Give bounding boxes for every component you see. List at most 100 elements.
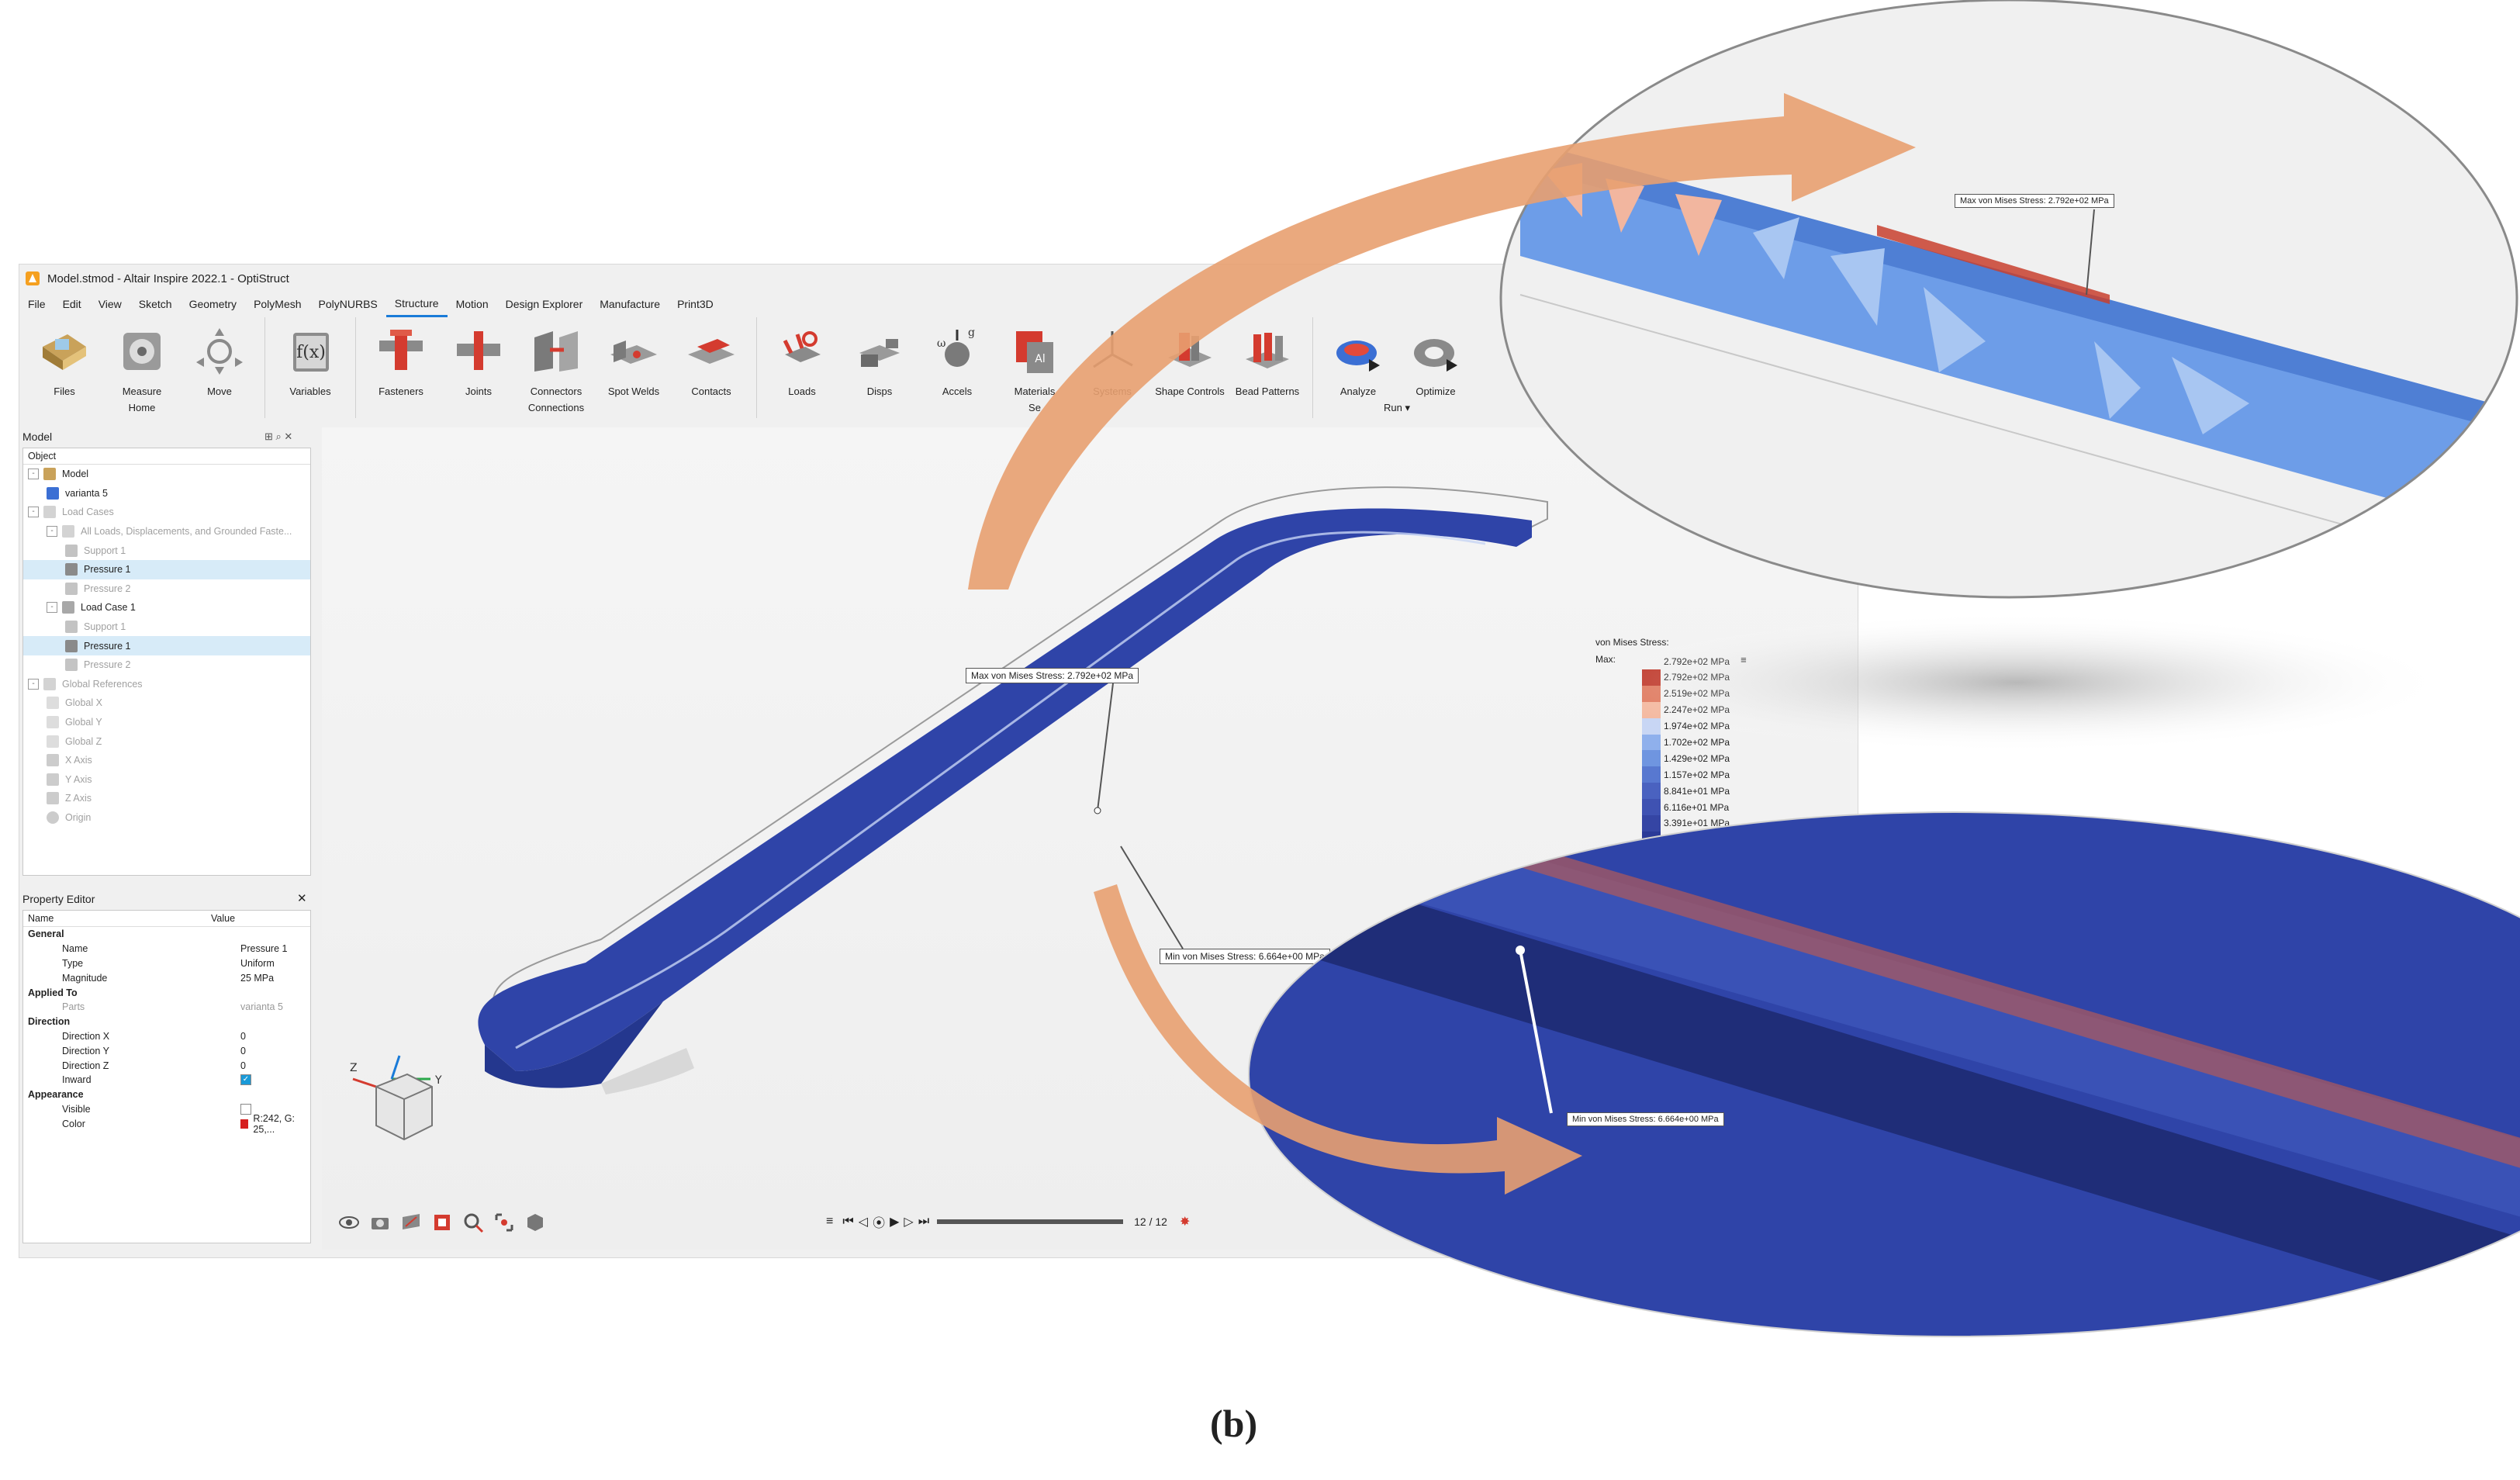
prev-frame-icon[interactable]: ◁ xyxy=(858,1215,869,1229)
tree-item[interactable]: -Model xyxy=(23,465,310,484)
close-icon[interactable]: ✕ xyxy=(297,892,307,905)
tree-item[interactable]: Global X xyxy=(23,693,310,713)
legend-color-swatch xyxy=(1642,815,1661,832)
graphics-viewport[interactable]: Max von Mises Stress: 2.792e+02 MPa Min … xyxy=(322,427,1858,1250)
checked-checkbox[interactable]: ✓ xyxy=(240,1074,251,1086)
tree-item[interactable]: Global Y xyxy=(23,713,310,732)
property-value[interactable]: R:242, G: 25,... xyxy=(253,1112,295,1135)
menu-motion[interactable]: Motion xyxy=(455,298,489,310)
tree-item[interactable]: -Load Cases xyxy=(23,503,310,522)
optimize-button[interactable]: Optimize xyxy=(1397,317,1474,397)
expand-toggle-icon[interactable]: - xyxy=(28,469,39,480)
property-value[interactable]: varianta 5 xyxy=(240,1001,283,1013)
first-frame-icon[interactable]: ⏮ xyxy=(842,1215,854,1228)
menu-structure[interactable]: Structure xyxy=(385,292,448,317)
menu-design-explorer[interactable]: Design Explorer xyxy=(505,298,583,310)
legend-tick-label: 3.391e+01 MPa xyxy=(1664,818,1730,829)
camera-icon[interactable] xyxy=(368,1211,392,1234)
menu-file[interactable]: File xyxy=(28,298,46,310)
tree-item[interactable]: Support 1 xyxy=(23,541,310,560)
systems-button[interactable]: Systems xyxy=(1073,317,1151,397)
contacts-button[interactable]: Contacts xyxy=(672,317,750,397)
menu-polynurbs[interactable]: PolyNURBS xyxy=(318,298,378,310)
property-value[interactable]: Uniform xyxy=(240,957,275,969)
expand-toggle-icon[interactable]: - xyxy=(28,507,39,518)
color-swatch[interactable] xyxy=(240,1119,249,1129)
zoom-icon[interactable] xyxy=(461,1211,485,1234)
cube-icon[interactable] xyxy=(524,1211,547,1234)
property-value[interactable]: 0 xyxy=(240,1060,246,1071)
move-button[interactable]: Move xyxy=(181,317,258,397)
property-row[interactable]: Visible xyxy=(28,1102,310,1117)
expand-toggle-icon[interactable]: - xyxy=(28,678,39,690)
menu-polymesh[interactable]: PolyMesh xyxy=(254,298,302,310)
tree-item[interactable]: -Load Case 1 xyxy=(23,598,310,617)
record-icon[interactable]: ⦿ xyxy=(873,1217,886,1230)
legend-entry: 1.429e+02 MPa xyxy=(1642,750,1730,767)
tree-item[interactable]: Pressure 2 xyxy=(23,655,310,675)
tree-item[interactable]: Global Z xyxy=(23,731,310,751)
menu-manufacture[interactable]: Manufacture xyxy=(600,298,661,310)
tree-item[interactable]: Pressure 1 xyxy=(23,636,310,655)
files-button[interactable]: Files xyxy=(26,317,103,397)
next-frame-icon[interactable]: ▷ xyxy=(904,1215,914,1229)
tree-item[interactable]: Pressure 2 xyxy=(23,579,310,599)
accels-button[interactable]: g ω Accels xyxy=(918,317,996,397)
measure-button[interactable]: Measure xyxy=(103,317,181,397)
fit-view-icon[interactable] xyxy=(493,1211,516,1234)
tree-item[interactable]: Support 1 xyxy=(23,617,310,637)
expand-toggle-icon[interactable]: - xyxy=(47,602,57,614)
model-panel-controls[interactable]: ⊞ ⌕ ✕ xyxy=(264,431,293,442)
play-icon[interactable]: ▶ xyxy=(890,1215,900,1229)
property-value[interactable]: 0 xyxy=(240,1030,246,1042)
playback-slider[interactable] xyxy=(937,1219,1124,1224)
visibility-icon[interactable] xyxy=(337,1211,361,1234)
shape-controls-button[interactable]: Shape Controls xyxy=(1151,317,1229,397)
joints-button[interactable]: Joints xyxy=(440,317,517,397)
legend-menu-icon[interactable]: ≡ xyxy=(1740,654,1747,666)
section-icon[interactable] xyxy=(399,1211,423,1234)
tree-item[interactable]: -Global References xyxy=(23,675,310,694)
property-value[interactable]: 0 xyxy=(240,1045,246,1056)
tree-item[interactable]: varianta 5 xyxy=(23,484,310,503)
menu-edit[interactable]: Edit xyxy=(62,298,81,310)
stress-legend: von Mises Stress: Max: Min: 2.792e+02 MP… xyxy=(1595,637,1747,865)
spot-welds-button[interactable]: Spot Welds xyxy=(595,317,672,397)
tree-item[interactable]: Y Axis xyxy=(23,770,310,790)
tree-item[interactable]: Pressure 1 xyxy=(23,559,310,579)
property-value[interactable]: 25 MPa xyxy=(240,972,275,984)
menu-geometry[interactable]: Geometry xyxy=(188,298,237,310)
bead-patterns-button[interactable]: Bead Patterns xyxy=(1229,317,1306,397)
fasteners-button[interactable]: Fasteners xyxy=(362,317,440,397)
loads-button[interactable]: Loads xyxy=(763,317,841,397)
menu-print3d[interactable]: Print3D xyxy=(677,298,714,310)
tree-item[interactable]: X Axis xyxy=(23,751,310,770)
materials-button[interactable]: Al Materials xyxy=(996,317,1073,397)
last-frame-icon[interactable]: ⏭ xyxy=(918,1215,930,1228)
tree-item[interactable]: Z Axis xyxy=(23,789,310,808)
display-mode-icon[interactable] xyxy=(430,1211,454,1234)
connectors-button[interactable]: Connectors xyxy=(517,317,595,397)
view-cube-icon[interactable]: Z Y xyxy=(345,1048,461,1157)
analyze-button[interactable]: Analyze xyxy=(1319,317,1397,397)
animation-icon[interactable]: ✸ xyxy=(1179,1215,1191,1229)
menu-sketch[interactable]: Sketch xyxy=(138,298,172,310)
checkbox[interactable] xyxy=(240,1103,251,1115)
expand-toggle-icon[interactable]: - xyxy=(47,526,57,538)
tree-item[interactable]: -All Loads, Displacements, and Grounded … xyxy=(23,522,310,541)
property-row[interactable]: Inward✓ xyxy=(28,1073,310,1088)
menu-view[interactable]: View xyxy=(98,298,122,310)
playback-menu-icon[interactable]: ≡ xyxy=(826,1215,834,1228)
property-value[interactable]: Pressure 1 xyxy=(240,943,288,955)
tree-item[interactable]: Origin xyxy=(23,808,310,828)
disps-button[interactable]: Disps xyxy=(841,317,918,397)
variables-button[interactable]: f(x) Variables xyxy=(271,317,349,397)
